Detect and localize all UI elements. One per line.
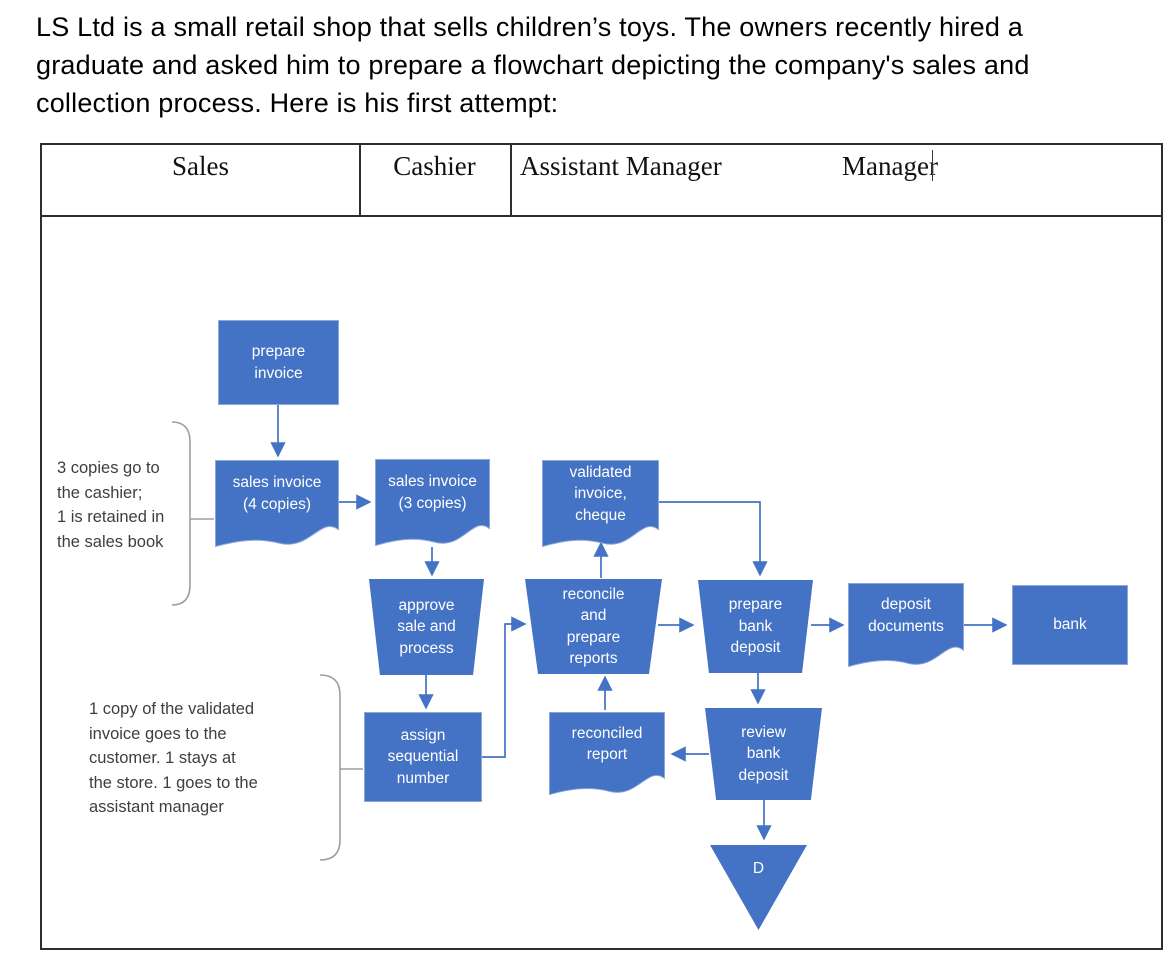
node-label: prepare invoice — [251, 343, 306, 382]
node-review-bank-deposit: review bank deposit — [705, 708, 822, 800]
lane-header-cashier: Cashier — [393, 151, 476, 181]
brace-copies-note — [171, 421, 214, 606]
annotation-copies-note: 3 copies go to the cashier; 1 is retaine… — [57, 459, 165, 551]
node-label: reconcile and prepare reports — [562, 585, 625, 668]
flowchart-frame: Sales Cashier Assistant Manager Manager … — [40, 143, 1163, 950]
node-sales-invoice-4-copies: sales invoice (4 copies) — [215, 460, 339, 547]
node-validated-invoice-cheque: validated invoice, cheque — [542, 460, 659, 547]
node-label: review bank deposit — [738, 723, 789, 784]
node-label: approve sale and process — [397, 596, 456, 657]
lane-header-sales: Sales — [172, 151, 229, 181]
node-deposit-documents: deposit documents — [848, 583, 964, 667]
document-shape — [215, 460, 339, 547]
arrow-validated-invoice-to-prepare-bank-deposit — [659, 501, 768, 577]
brace-validated-note — [319, 674, 363, 861]
node-bank: bank — [1012, 585, 1128, 665]
header-rule — [42, 215, 1161, 217]
lane-header-assistant-manager: Assistant Manager — [520, 151, 722, 181]
document-shape — [375, 459, 490, 546]
node-label: D — [752, 860, 765, 877]
node-assign-sequential-number: assign sequential number — [364, 712, 482, 802]
node-label: sales invoice (4 copies) — [232, 474, 322, 513]
node-label: assign sequential number — [387, 726, 459, 787]
lane-divider — [510, 145, 512, 215]
intro-text: LS Ltd is a small retail shop that sells… — [36, 12, 1030, 118]
node-label: sales invoice (3 copies) — [388, 473, 477, 512]
node-label: bank — [1053, 616, 1087, 634]
node-reconcile-and-prepare-reports: reconcile and prepare reports — [525, 579, 662, 674]
arrow-assign-number-to-reconcile — [482, 616, 527, 758]
node-label: validated invoice, cheque — [569, 463, 632, 524]
node-prepare-bank-deposit: prepare bank deposit — [698, 580, 813, 673]
document-shape — [542, 460, 659, 547]
lane-divider — [359, 145, 361, 215]
node-prepare-invoice: prepare invoice — [218, 320, 339, 405]
node-approve-sale-and-process: approve sale and process — [369, 579, 484, 675]
lane-header-manager: Manager — [842, 151, 938, 181]
node-label: deposit documents — [868, 596, 944, 635]
node-label: reconciled report — [571, 724, 643, 764]
connector-layer — [171, 405, 1008, 861]
node-sales-invoice-3-copies: sales invoice (3 copies) — [375, 459, 490, 546]
node-reconciled-report: reconciled report — [549, 712, 665, 795]
document-shape — [848, 583, 964, 667]
text-caret — [932, 150, 933, 181]
node-label: prepare bank deposit — [728, 596, 783, 657]
annotation-validated-note: 1 copy of the validated invoice goes to … — [89, 700, 258, 816]
document-shape — [549, 712, 665, 795]
